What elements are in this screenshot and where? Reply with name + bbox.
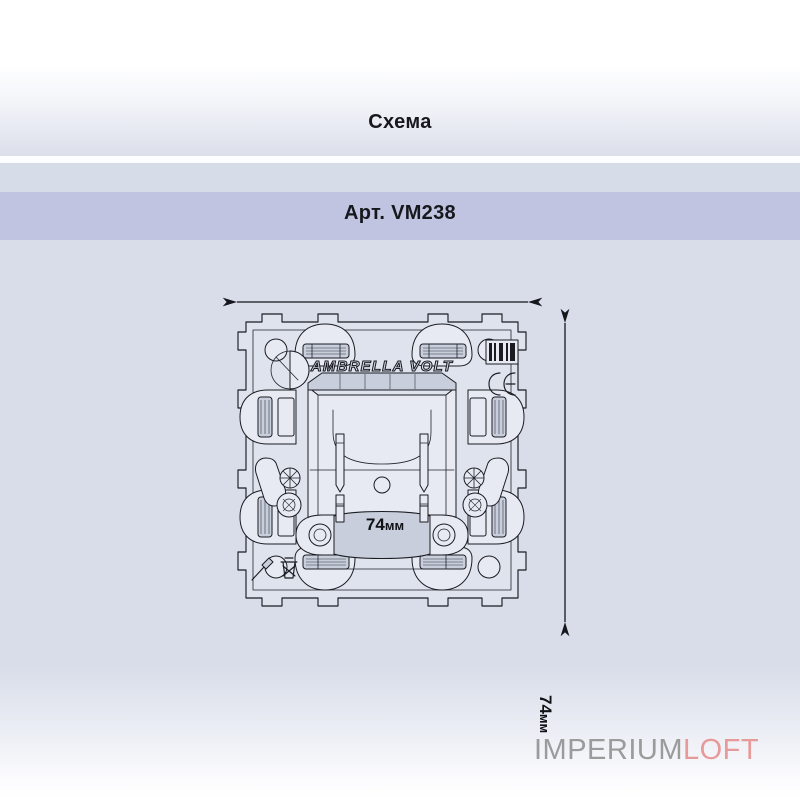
screw-hole-tl (264, 338, 288, 362)
center-hole (373, 476, 391, 494)
dimension-width-label: 74мм (365, 515, 405, 534)
header-subband (0, 163, 800, 192)
claw-right-upper (467, 389, 525, 445)
rocker-lever (295, 505, 469, 570)
switch-mechanism: AMBRELLA VOLT (237, 313, 527, 607)
imperiumloft-logo: IMPERIUMLOFT (534, 734, 759, 767)
screw-hole-br (477, 555, 501, 579)
claw-left-upper (239, 389, 297, 445)
keyhole-left (255, 457, 302, 518)
terminal-top-right (411, 323, 473, 367)
logo-part-loft: LOFT (683, 734, 760, 766)
page-title: Схема (368, 111, 432, 133)
article-band (0, 192, 800, 240)
screwdriver-icon (251, 557, 274, 581)
screw-head-right (463, 467, 485, 489)
technical-drawing: .ln { fill:none; stroke:#1a1c22; stroke-… (222, 297, 570, 637)
logo-part-imperium: IMPERIUM (534, 734, 683, 766)
dimension-height-label: 74мм (536, 695, 555, 734)
brand-text: AMBRELLA VOLT (310, 358, 454, 375)
rotary-detail-left (270, 350, 310, 390)
weee-icon (280, 557, 298, 579)
barcode-icon (485, 339, 519, 365)
screw-head-left (279, 467, 301, 489)
page-header (0, 0, 800, 156)
header-divider (0, 156, 800, 163)
article-label: Арт. VM238 (344, 202, 456, 224)
drawing-stage: .ln { fill:none; stroke:#1a1c22; stroke-… (0, 240, 800, 800)
keyhole-right (462, 457, 509, 518)
ce-mark-icon (488, 372, 516, 396)
dimension-lines (222, 297, 570, 637)
